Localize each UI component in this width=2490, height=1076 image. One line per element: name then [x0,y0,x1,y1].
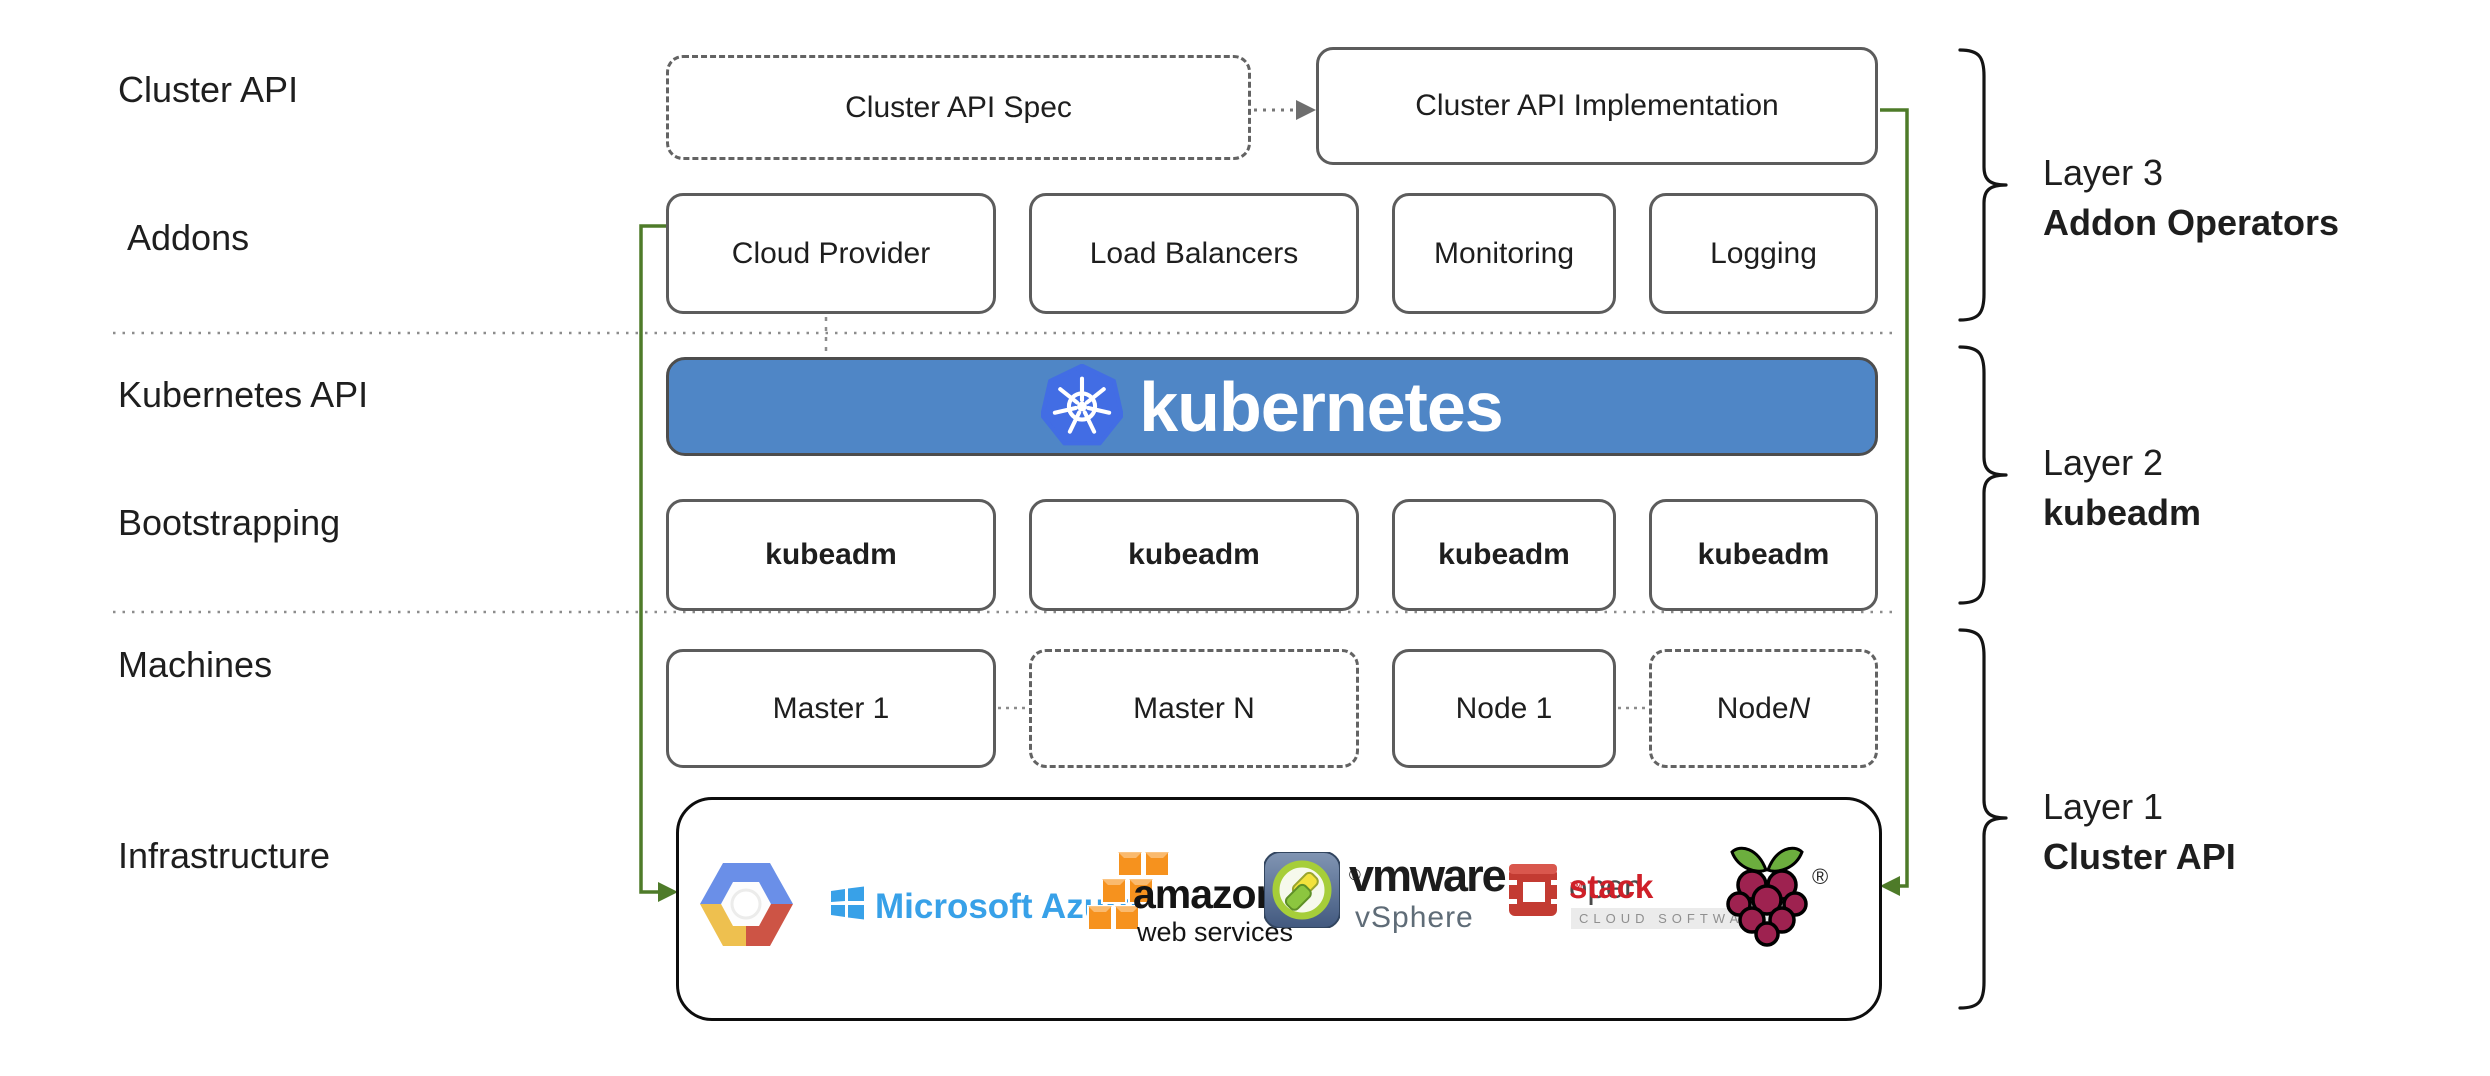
row-label-addons: Addons [127,217,250,258]
node-n-label-prefix: Node [1716,691,1789,725]
openstack-word-stack: stack [1569,868,1654,905]
layer-1-subtitle: Cluster API [2043,836,2236,877]
machine-box-node-n: Node N [1649,649,1878,768]
layer-2-title: Layer 2 [2043,442,2164,483]
aws-boxes-icon [1087,852,1170,931]
raspberry-pi-registered-mark: ® [1812,864,1829,889]
layer-1-title: Layer 1 [2043,786,2164,827]
green-connector-right [1880,108,1909,888]
row-label-bootstrapping: Bootstrapping [118,502,341,543]
infrastructure-box: Microsoft Azure amazon web services [676,797,1882,1021]
cluster-api-spec-box: Cluster API Spec [666,55,1251,160]
brace-layer-1 [1958,628,2008,1010]
openstack-word-open: open [1569,868,1643,905]
amazon-wordmark: amazon [1133,871,1281,917]
kubeadm-box-2: kubeadm [1029,499,1359,611]
addon-box-cloud-provider: Cloud Provider [666,193,996,314]
addon-box-monitoring: Monitoring [1392,193,1616,314]
raspberry-pi-logo [1726,846,1808,947]
kubernetes-wordmark: kubernetes [1139,367,1503,446]
brace-layer-3 [1958,48,2008,322]
layer-3-subtitle: Addon Operators [2043,202,2340,243]
row-label-cluster-api: Cluster API [118,69,299,110]
openstack-tm-mark: ™ [1569,879,1583,895]
green-arrowhead-right [1880,876,1900,896]
layer-2-subtitle: kubeadm [2043,492,2202,533]
google-cloud-logo [700,863,793,946]
layer-2-annotation: Layer 2 kubeadm [2043,438,2201,538]
vmware-wordmark-text: vmware [1349,850,1507,901]
layer-3-title: Layer 3 [2043,152,2164,193]
layer-3-annotation: Layer 3 Addon Operators [2043,148,2339,248]
azure-window-icon [831,886,864,920]
openstack-icon [1507,864,1561,916]
vmware-vsphere-icon [1264,852,1340,928]
spec-to-impl-arrowhead [1296,100,1316,120]
kubeadm-box-3: kubeadm [1392,499,1616,611]
row-label-machines: Machines [118,644,273,685]
row-label-kubernetes-api: Kubernetes API [118,374,369,415]
openstack-cloud-software-text: CLOUD SOFTWARE [1571,908,1780,929]
node-n-label-italic: N [1788,691,1811,725]
kubeadm-box-1: kubeadm [666,499,996,611]
machine-box-master-n: Master N [1029,649,1359,768]
layer-1-annotation: Layer 1 Cluster API [2043,782,2236,882]
machine-box-master-1: Master 1 [666,649,996,768]
brace-layer-2 [1958,345,2008,605]
cluster-api-implementation-box: Cluster API Implementation [1316,47,1878,165]
green-arrowhead-left [658,882,678,902]
addon-box-logging: Logging [1649,193,1878,314]
vsphere-text: vSphere [1355,901,1474,934]
addon-box-load-balancers: Load Balancers [1029,193,1359,314]
row-label-infrastructure: Infrastructure [118,835,331,876]
kubernetes-logo-icon [1041,364,1124,446]
machine-box-node-1: Node 1 [1392,649,1616,768]
kubeadm-box-4: kubeadm [1649,499,1878,611]
green-connector-left [639,224,672,894]
kubernetes-banner: kubernetes [666,357,1878,456]
vmware-registered-mark: ® [1349,867,1361,884]
